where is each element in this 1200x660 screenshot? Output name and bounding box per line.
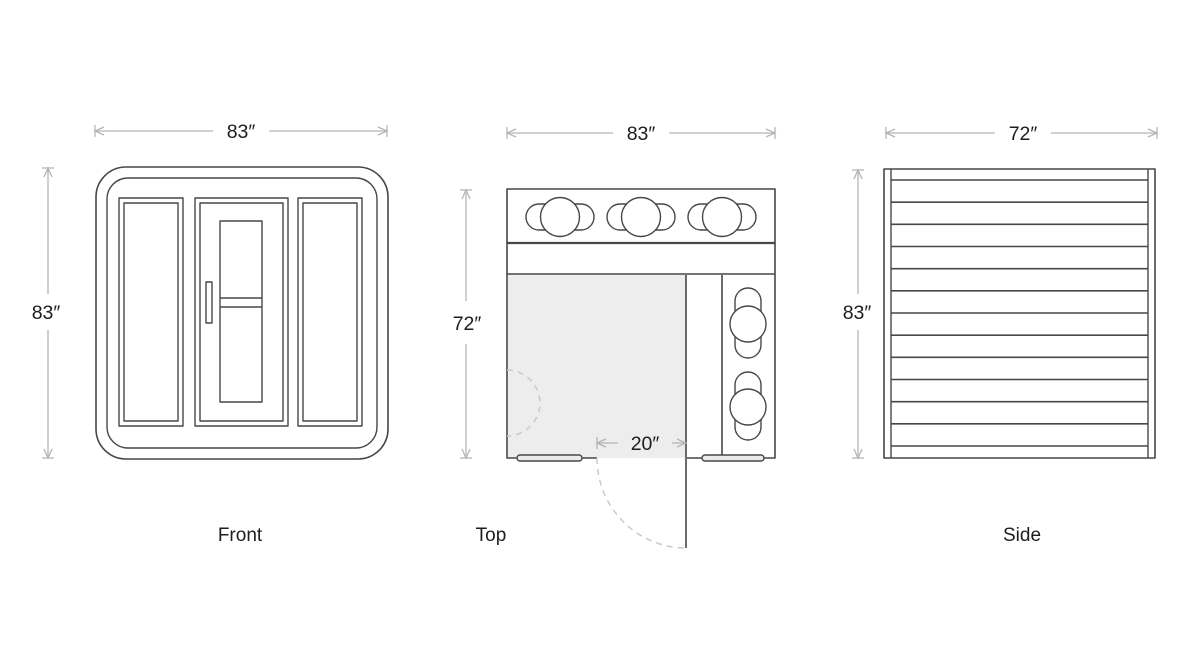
front-height-dimension: 83″ [32,166,61,460]
door-handle [205,281,213,324]
backrest-icon [687,196,757,238]
right-panel-inner [302,202,358,422]
headrest-circle [620,196,662,238]
arrowhead-right [676,438,688,448]
door-window [219,220,263,403]
top-view: 83″ 72″ [453,123,777,549]
left-panel [118,197,184,427]
top-width-label: 83″ [627,123,656,145]
headrest-circle [539,196,581,238]
door-swing-arc [596,457,687,549]
top-view-label: Top [475,525,507,546]
side-view-label: Side [1002,525,1042,546]
wall-slats [891,179,1148,447]
side-view: 72″ 83″ [843,123,1159,460]
door-panel-inner [199,202,284,422]
front-view: 83″ 83″ [32,121,389,460]
floor-area [508,275,686,458]
backrest-icon [606,196,676,238]
top-depth-dimension: 72″ [453,188,482,460]
door-width-label: 20″ [631,433,660,455]
side-outline [883,168,1156,459]
front-inner-shell [106,177,378,449]
top-width-dimension: 83″ [505,123,777,145]
door-panel [194,197,289,427]
front-width-label: 83″ [227,121,256,143]
backrest-icon [525,196,595,238]
side-width-dimension: 72″ [884,123,1159,145]
side-backrest-icon [729,287,767,359]
threshold-left [516,454,583,462]
top-depth-label: 72″ [453,313,482,335]
door-width-dimension: 20″ [595,433,688,455]
side-backrest-icon [729,371,767,441]
headrest-circle [729,388,767,426]
headrest-circle [701,196,743,238]
wall-arc [506,369,541,437]
front-view-label: Front [217,525,263,546]
threshold-right [701,454,765,462]
headrest-circle [729,305,767,343]
front-outer-shell [95,166,389,460]
front-width-dimension: 83″ [93,121,389,143]
front-height-label: 83″ [32,302,61,324]
side-height-label: 83″ [843,302,872,324]
right-panel [297,197,363,427]
left-panel-inner [123,202,179,422]
side-height-dimension: 83″ [843,168,872,460]
side-width-label: 72″ [1009,123,1038,145]
